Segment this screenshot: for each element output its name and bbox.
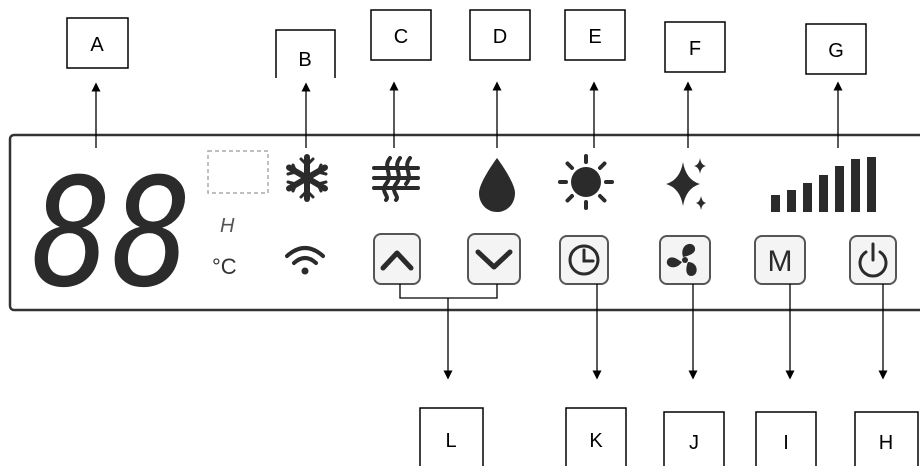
- down-arrow-icon: [475, 249, 513, 270]
- callout-i: I: [755, 411, 817, 466]
- dehumidify-icon: [372, 156, 420, 202]
- signal-bars-icon: [771, 157, 876, 212]
- mode-button[interactable]: M: [754, 235, 806, 285]
- clock-icon: [568, 244, 600, 276]
- callout-g: G: [805, 23, 867, 75]
- water-drop-icon: [479, 158, 515, 212]
- callout-c: C: [370, 9, 432, 61]
- callout-j-label: J: [689, 432, 699, 454]
- callout-k-label: K: [589, 430, 603, 452]
- callout-k: K: [565, 407, 627, 466]
- callout-l-label: L: [445, 430, 456, 452]
- callout-f-label: F: [689, 38, 701, 60]
- callout-b-label: B: [298, 49, 311, 71]
- callout-c-label: C: [394, 26, 408, 48]
- wifi-icon: [285, 246, 325, 275]
- callout-d: D: [469, 9, 531, 61]
- temperature-display: 88: [32, 147, 192, 321]
- snowflake-icon: [286, 154, 328, 202]
- callout-d-label: D: [493, 26, 507, 48]
- sparkle-icon: [666, 158, 706, 210]
- bottom-leader-lines: [399, 284, 888, 380]
- display-digits: 88: [32, 147, 192, 321]
- callout-g-label: G: [828, 40, 844, 62]
- humidity-mark: H: [220, 215, 235, 237]
- timer-button[interactable]: [559, 235, 609, 285]
- callout-e: E: [564, 9, 626, 61]
- fan-icon: [666, 243, 697, 276]
- callout-j: J: [663, 411, 725, 466]
- up-arrow-icon: [380, 250, 414, 271]
- top-leader-lines: [91, 81, 843, 148]
- callout-i-label: I: [783, 432, 789, 454]
- down-button[interactable]: [467, 233, 521, 285]
- callout-b: B: [275, 29, 336, 78]
- callout-e-label: E: [588, 26, 601, 48]
- power-button[interactable]: [849, 235, 897, 285]
- callout-a: A: [66, 17, 129, 69]
- callout-a-label: A: [90, 34, 104, 56]
- power-icon: [858, 242, 888, 278]
- callout-l: L: [419, 407, 484, 466]
- callout-h: H: [854, 411, 919, 466]
- fan-button[interactable]: [659, 235, 711, 285]
- callout-h-label: H: [879, 432, 893, 454]
- callout-f: F: [664, 21, 726, 73]
- sun-icon: [558, 154, 614, 210]
- unit-label: °C: [212, 254, 237, 279]
- indicator-placeholder: [207, 150, 269, 194]
- mode-button-label: M: [768, 245, 793, 278]
- up-button[interactable]: [373, 233, 421, 285]
